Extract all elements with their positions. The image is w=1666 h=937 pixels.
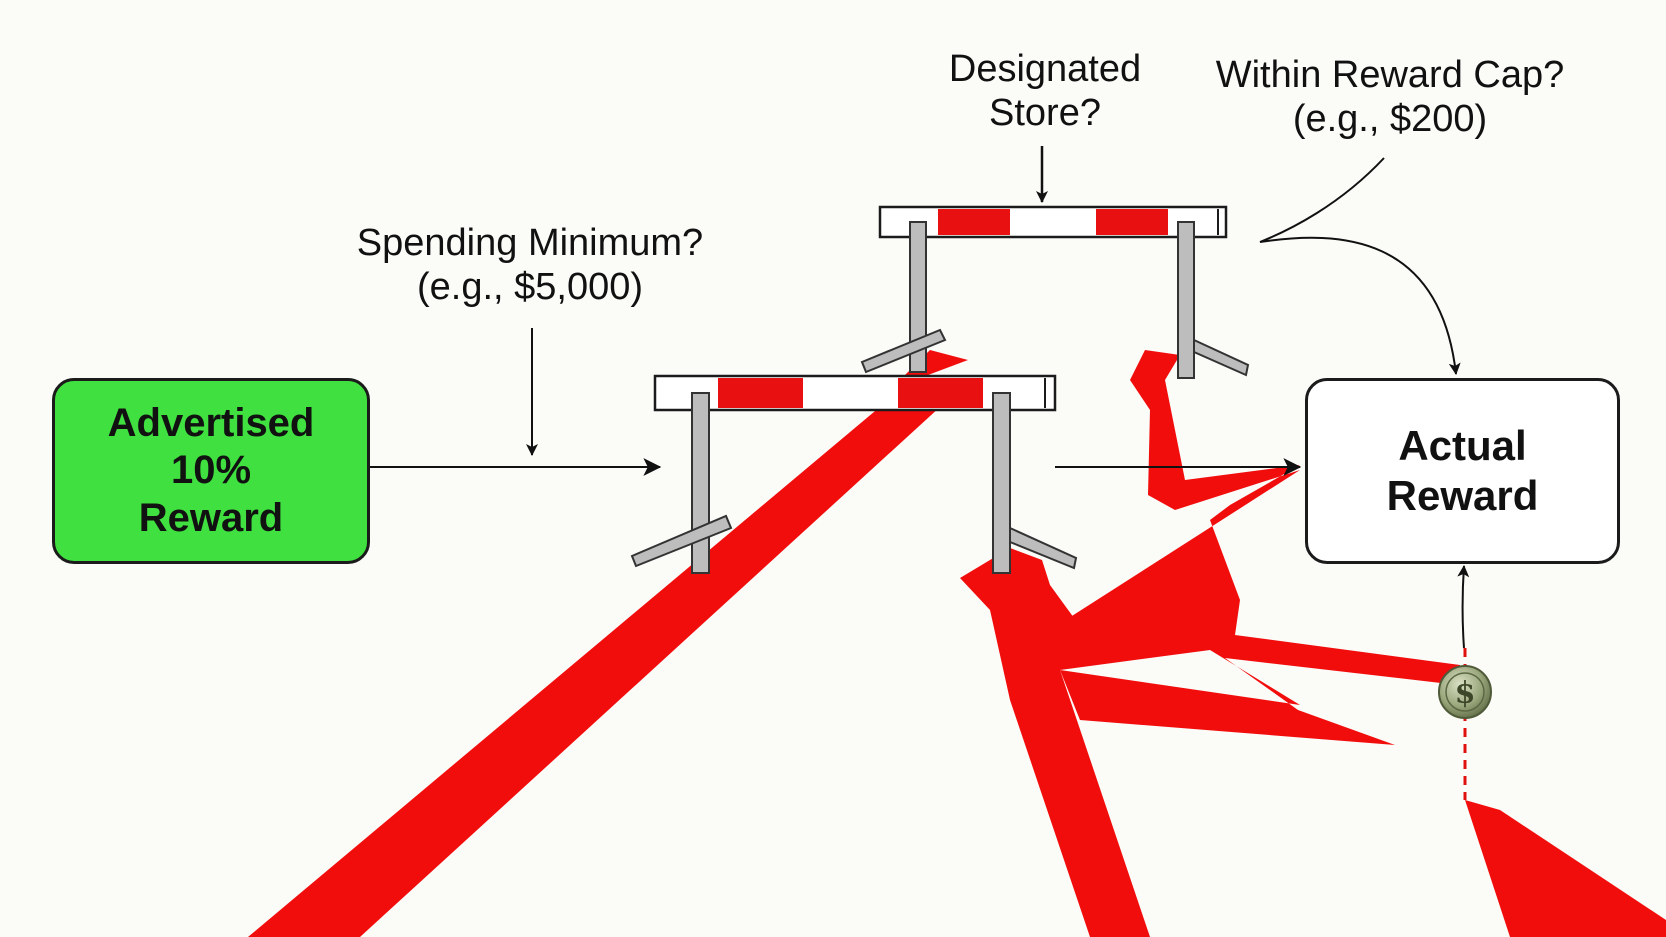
label-designated-store-line2: Store? [989,91,1101,134]
arrow-coin-to-actual [1457,565,1470,649]
label-reward-cap-example: (e.g., $200) [1292,97,1488,140]
arrow-reward-cap-curve [1259,157,1461,375]
advertised-reward-box: Advertised 10% Reward [52,378,370,564]
hurdle-designated-store [860,205,1250,379]
label-spending-minimum: Spending Minimum? (e.g., $5,000) [300,222,760,309]
hurdle-spending-minimum [630,374,1078,574]
label-reward-cap-title: Within Reward Cap? [1215,54,1565,96]
leak-stream-zigzag [1050,350,1460,745]
label-spending-minimum-example: (e.g., $5,000) [416,265,644,308]
svg-text:$: $ [1455,676,1476,711]
label-spending-minimum-title: Spending Minimum? [356,222,704,264]
flow-arrows [370,146,1470,649]
label-reward-cap: Within Reward Cap? (e.g., $200) [1180,54,1600,141]
actual-reward-line2: Reward [1386,472,1539,519]
leak-stream-middle [960,548,1150,937]
actual-reward-line1: Actual [1398,422,1527,470]
actual-reward-box: Actual Reward [1305,378,1620,564]
leak-stream-right [1465,800,1666,937]
dollar-coin-icon: $ [1438,665,1492,719]
label-designated-store: Designated Store? [895,48,1195,135]
advertised-reward-line3: Reward [138,495,284,540]
leak-stream-left [248,375,975,937]
reward-leak-streams [248,350,1666,937]
label-designated-store-line1: Designated [948,48,1142,90]
advertised-reward-line1: Advertised [107,401,315,446]
advertised-reward-line2: 10% [170,448,252,493]
